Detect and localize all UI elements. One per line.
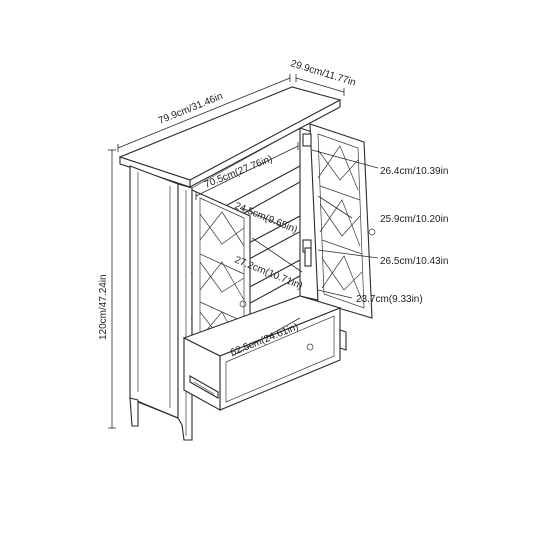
drawer-knob bbox=[306, 343, 314, 351]
right-glass-door[interactable] bbox=[302, 123, 376, 319]
inner-width-dimension bbox=[195, 142, 299, 200]
bottom-gap-label: 23.7cm(9.33in) bbox=[356, 294, 423, 305]
drawer[interactable] bbox=[182, 295, 342, 411]
shelf-gap-1-label: 26.4cm/10.39in bbox=[380, 166, 448, 177]
width-dimension bbox=[117, 74, 291, 152]
drawer-width-dimension bbox=[231, 317, 301, 357]
shelf-gap-3-label: 26.5cm/10.43in bbox=[380, 256, 448, 267]
middle-height-dimension bbox=[251, 237, 303, 273]
inner-depth-dimension bbox=[241, 207, 283, 227]
height-dimension bbox=[108, 149, 116, 429]
depth-dimension bbox=[295, 74, 345, 96]
shelf-gap-leaders bbox=[311, 149, 379, 299]
shelf-gap-2-label: 25.9cm/10.20in bbox=[380, 214, 448, 225]
depth-label: 29.9cm/11.77in bbox=[289, 58, 357, 88]
height-label: 120cm/47.24in bbox=[98, 274, 109, 340]
right-base bbox=[339, 329, 347, 351]
